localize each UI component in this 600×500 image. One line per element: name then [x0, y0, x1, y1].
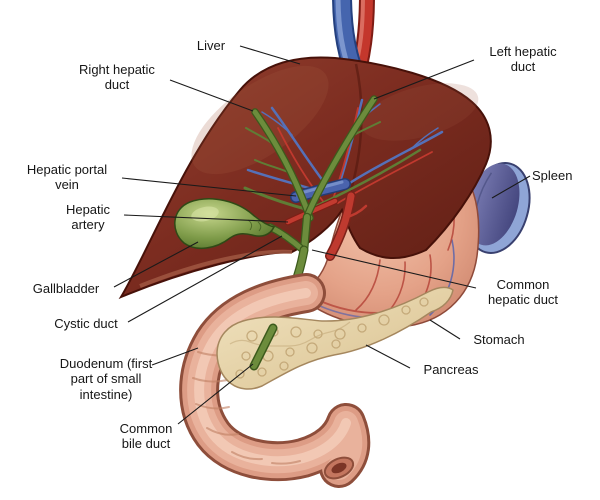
- duodenum-shape: [179, 273, 371, 488]
- leader-lines: [113, 45, 531, 425]
- leader-line-liver: [239, 45, 301, 65]
- leader-line-hepatic-portal-vein: [121, 177, 297, 197]
- label-common-hepatic-duct: Common hepatic duct: [487, 277, 559, 308]
- label-right-hepatic-duct: Right hepatic duct: [79, 62, 155, 93]
- leader-line-spleen: [491, 175, 531, 199]
- pancreas-shape: [216, 286, 454, 390]
- leader-line-gallbladder: [113, 241, 199, 288]
- common-bile-duct-shape: [249, 323, 278, 371]
- label-left-hepatic-duct: Left hepatic duct: [489, 44, 557, 75]
- leader-line-duodenum: [151, 347, 199, 366]
- label-duodenum: Duodenum (first part of small intestine): [59, 356, 153, 402]
- leader-line-left-hepatic-duct: [373, 59, 475, 100]
- leader-line-common-hepatic-duct: [311, 249, 477, 289]
- label-spleen: Spleen: [532, 168, 573, 183]
- leader-line-cystic-duct: [127, 235, 283, 323]
- label-common-bile-duct: Common bile duct: [119, 421, 173, 452]
- leader-line-right-hepatic-duct: [169, 79, 254, 112]
- duodenum-cut-end: [323, 456, 355, 480]
- label-hepatic-artery: Hepatic artery: [65, 202, 111, 233]
- label-gallbladder: Gallbladder: [32, 281, 100, 296]
- label-stomach: Stomach: [473, 332, 525, 347]
- label-liver: Liver: [196, 38, 226, 53]
- leader-line-common-bile-duct: [177, 363, 254, 425]
- leader-line-stomach: [429, 319, 461, 340]
- aorta-celiac-segment: [325, 191, 368, 261]
- leader-line-pancreas: [365, 344, 411, 369]
- label-pancreas: Pancreas: [423, 362, 479, 377]
- pancreas-texture: [229, 297, 429, 379]
- leader-line-hepatic-artery: [123, 214, 289, 223]
- label-hepatic-portal-vein: Hepatic portal vein: [26, 162, 108, 193]
- label-cystic-duct: Cystic duct: [54, 316, 118, 331]
